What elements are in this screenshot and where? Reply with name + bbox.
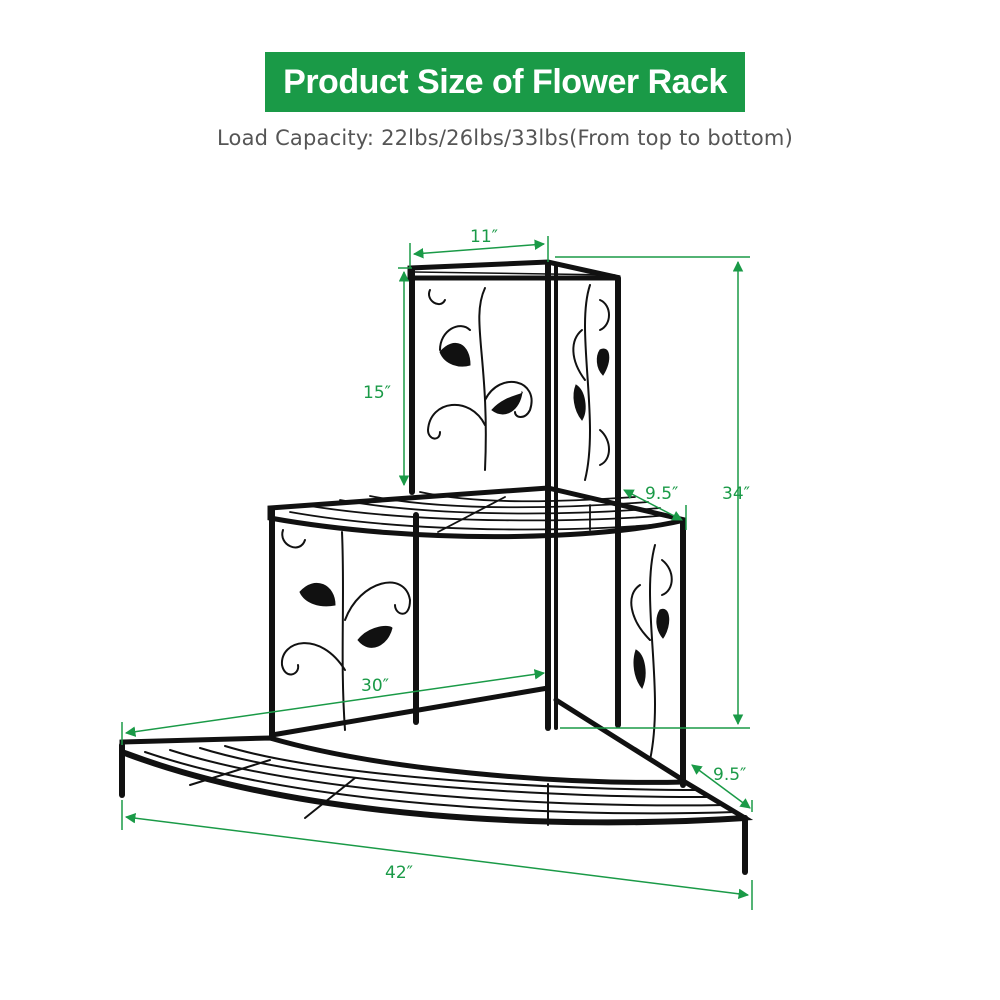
dim-top-width [412,239,546,259]
label-bottom-width: 42″ [385,863,413,883]
leaf-icon [299,582,336,607]
top-shelf [407,259,621,281]
leaf-decor-top-right [572,284,610,481]
label-total-height: 34″ [722,484,750,504]
page-title: Product Size of Flower Rack [283,62,727,101]
label-bottom-depth: 9.5″ [713,765,746,785]
title-banner: Product Size of Flower Rack [265,52,745,112]
leaf-icon [596,348,610,376]
leaf-icon [357,626,393,648]
leaf-icon [439,342,471,367]
leaf-decor-middle-right [630,544,673,761]
middle-shelf [267,485,686,540]
load-capacity-text: Load Capacity: 22lbs/26lbs/33lbs(From to… [217,126,793,150]
leaf-icon [573,384,586,421]
dim-middle-depth [623,489,683,521]
label-middle-width: 30″ [361,676,389,696]
label-top-height: 15″ [363,383,391,403]
rack-frame [119,259,754,875]
leaf-icon [633,649,646,689]
dim-middle-width [124,669,546,737]
leaf-icon [491,390,523,415]
dimension-lines [121,236,753,910]
leaf-decor-top-left [426,287,533,471]
label-top-width: 11″ [470,227,498,247]
leaf-icon [656,608,670,639]
dim-bottom-width [124,812,750,900]
dim-bottom-depth [691,764,751,809]
label-middle-depth: 9.5″ [645,484,678,504]
